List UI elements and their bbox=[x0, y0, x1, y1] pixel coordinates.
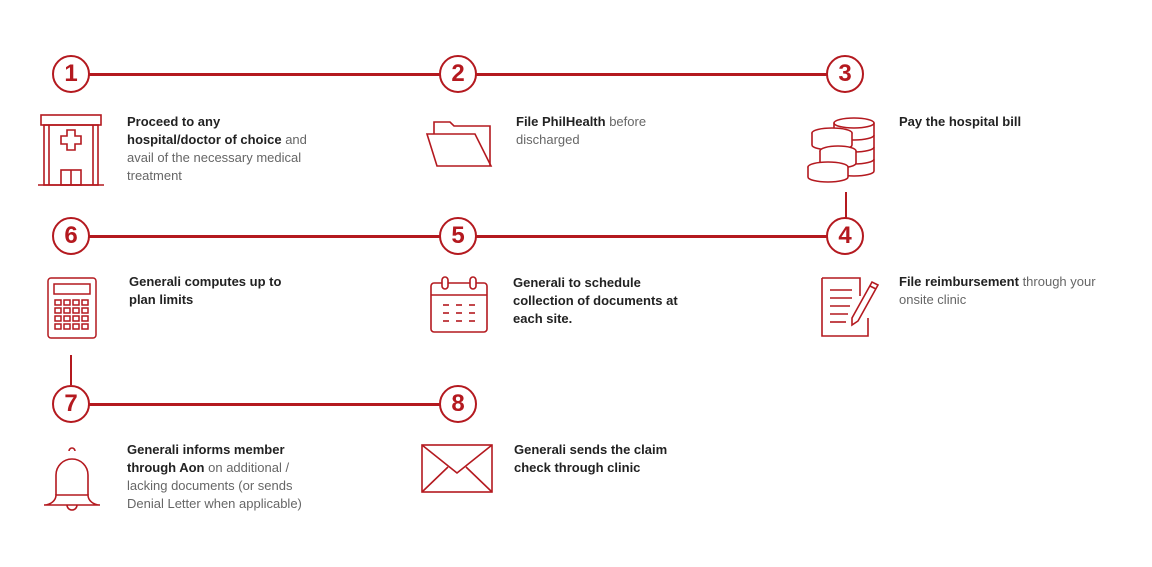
step-number-5: 5 bbox=[439, 217, 477, 255]
step-number-4: 4 bbox=[826, 217, 864, 255]
step-text-3: Pay the hospital bill bbox=[899, 113, 1079, 131]
coins-icon bbox=[804, 114, 880, 186]
document-pen-icon bbox=[818, 274, 884, 340]
step-bold-2: File PhilHealth bbox=[516, 114, 606, 129]
step-text-1: Proceed to any hospital/doctor of choice… bbox=[127, 113, 317, 185]
step-normal-2: before discharged bbox=[516, 114, 647, 147]
folder-icon bbox=[424, 114, 496, 170]
step-bold-3: Pay the hospital bill bbox=[899, 114, 1022, 129]
step-number-6: 6 bbox=[52, 217, 90, 255]
envelope-icon bbox=[420, 443, 494, 495]
step-number-1: 1 bbox=[52, 55, 90, 93]
step-bold-4: File reimbursement bbox=[899, 274, 1019, 289]
step-bold-8: Generali sends the claim check through c… bbox=[514, 442, 668, 475]
hospital-icon bbox=[36, 112, 106, 188]
step-bold-5: Generali to schedule collection of docum… bbox=[513, 275, 678, 326]
step-text-5: Generali to schedule collection of docum… bbox=[513, 274, 688, 328]
step-bold-1: Proceed to any hospital/doctor of choice bbox=[127, 114, 282, 147]
step-text-7: Generali informs member through Aon on a… bbox=[127, 441, 327, 513]
step-bold-6: Generali computes up to plan limits bbox=[129, 274, 282, 307]
step-number-8: 8 bbox=[439, 385, 477, 423]
connector-line-6-7 bbox=[70, 355, 72, 385]
step-text-4: File reimbursement through your onsite c… bbox=[899, 273, 1099, 309]
step-text-6: Generali computes up to plan limits bbox=[129, 273, 299, 309]
connector-line-row3 bbox=[71, 403, 459, 406]
calendar-icon bbox=[429, 275, 489, 335]
step-text-8: Generali sends the claim check through c… bbox=[514, 441, 689, 477]
step-number-3: 3 bbox=[826, 55, 864, 93]
step-normal-1: and avail of the necessary medical treat… bbox=[127, 132, 307, 183]
calculator-icon bbox=[46, 276, 98, 340]
step-number-7: 7 bbox=[52, 385, 90, 423]
bell-icon bbox=[40, 443, 104, 513]
connector-line-3-4 bbox=[845, 192, 847, 218]
step-normal-4: through your onsite clinic bbox=[899, 274, 1096, 307]
step-number-2: 2 bbox=[439, 55, 477, 93]
step-text-2: File PhilHealth before discharged bbox=[516, 113, 676, 149]
step-normal-7: on additional / lacking documents (or se… bbox=[127, 460, 302, 511]
step-bold-7: Generali informs member through Aon bbox=[127, 442, 285, 475]
